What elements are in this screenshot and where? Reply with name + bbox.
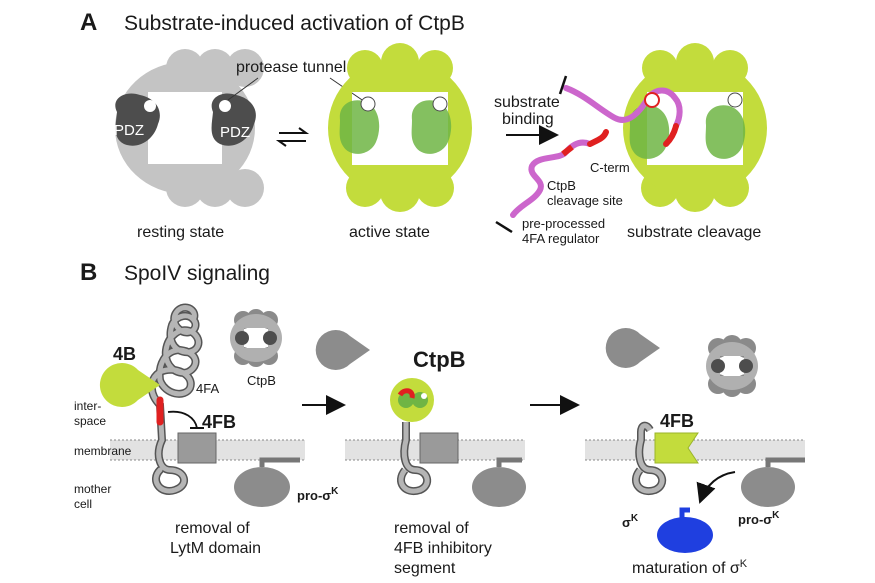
step2-line3: segment (394, 560, 456, 577)
cleavage-site-line1: CtpB (547, 178, 576, 193)
mother-cell-line2: cell (74, 497, 92, 511)
step1-line2: LytM domain (170, 540, 261, 557)
pdz-label-right: PDZ (220, 124, 250, 141)
4fa-protein (147, 303, 203, 495)
membrane-right (585, 439, 805, 461)
ctpb-small-label: CtpB (247, 373, 276, 388)
4b-label: 4B (113, 344, 136, 364)
substrate-binding-line1: substrate (494, 94, 560, 111)
active-state-label: active state (349, 224, 430, 241)
inhibition-line (167, 410, 198, 429)
ctpb-small-right (706, 335, 758, 397)
4fb-protein-middle (419, 432, 459, 464)
regulator-line1: pre-processed (522, 216, 605, 231)
pro-sigma-k-middle (472, 457, 526, 507)
protease-tunnel-label: protease tunnel (236, 59, 346, 76)
regulator-line2: 4FA regulator (522, 231, 600, 246)
4b-free-right (605, 328, 660, 369)
step2-line2: 4FB inhibitory (394, 540, 492, 557)
panel-a-letter: A (80, 9, 97, 36)
4fb-protein (177, 432, 217, 464)
cleavage-site-line2: cleavage site (547, 193, 623, 208)
processing-arrow (696, 471, 736, 504)
4b-free-middle (315, 329, 370, 370)
substrate-binding-line2: binding (502, 111, 554, 128)
sigma-k-mature (657, 507, 713, 553)
interspace-line1: inter- (74, 399, 101, 413)
pdz-label-left: PDZ (114, 122, 144, 139)
resting-state-label: resting state (137, 224, 224, 241)
cleavage-complex (558, 43, 767, 212)
panel-b-title: SpoIV signaling (124, 262, 270, 285)
ctpb-active-middle (390, 378, 434, 422)
panel-b-letter: B (80, 259, 97, 286)
mother-cell-line1: mother (74, 482, 111, 496)
4fa-remnant-right (632, 421, 667, 496)
c-term-label: C-term (590, 160, 630, 175)
pro-sigma-k-right (741, 457, 805, 507)
substrate-cleavage-label: substrate cleavage (627, 224, 761, 241)
resting-state-complex (114, 49, 264, 207)
ctpb-small-complex (230, 309, 282, 367)
pro-sigma-k-right-label: pro-σK (738, 510, 780, 527)
4fb-label: 4FB (202, 412, 236, 432)
4fb-big-label: 4FB (660, 411, 694, 431)
sigma-k-label: σK (622, 513, 639, 530)
membrane-label: membrane (74, 444, 132, 458)
equilibrium-arrow (275, 127, 310, 147)
active-state-complex (328, 43, 472, 212)
4fa-remnant-middle (397, 422, 432, 496)
4b-protein (99, 363, 160, 408)
panel-a-title: Substrate-induced activation of CtpB (124, 12, 465, 35)
4fa-label: 4FA (196, 381, 219, 396)
4fb-active-right (654, 432, 699, 464)
free-substrate (495, 129, 609, 234)
step2-line1: removal of (394, 520, 469, 537)
ctpb-big-label: CtpB (413, 347, 466, 372)
pro-sigma-k-left (234, 457, 300, 507)
interspace-line2: space (74, 414, 106, 428)
step1-line1: removal of (175, 520, 250, 537)
pro-sigma-k-left-label: pro-σK (297, 486, 339, 503)
maturation-label: maturation of σK (632, 558, 748, 577)
